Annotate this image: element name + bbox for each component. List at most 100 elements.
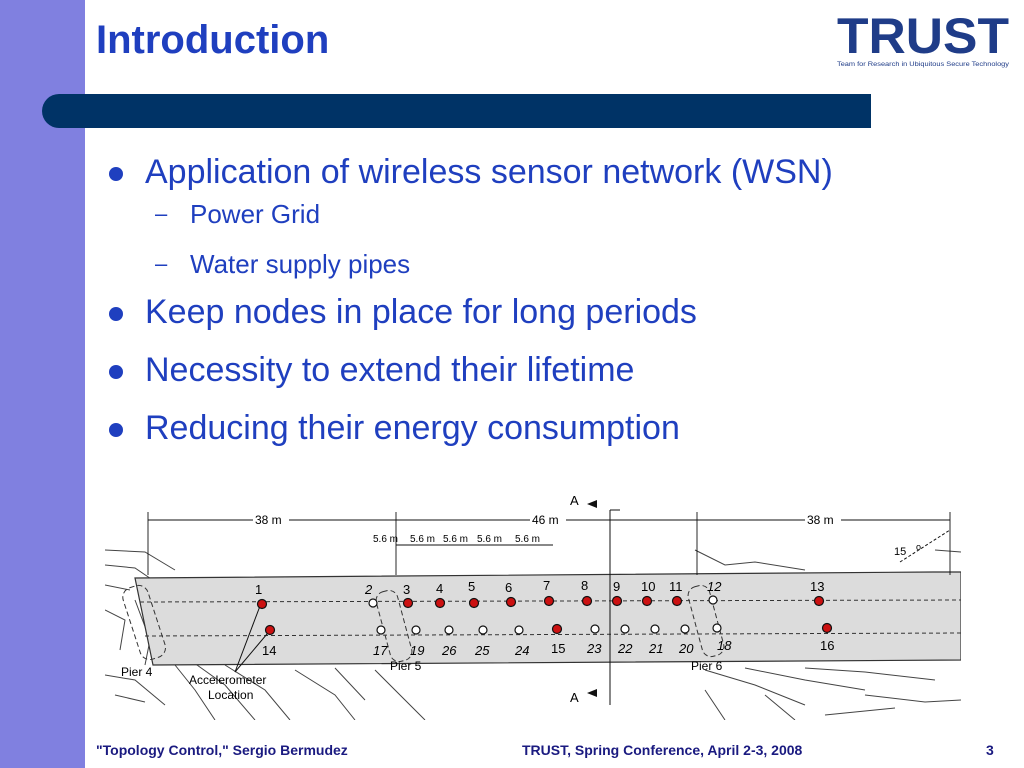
sub-span-label: 5.6 m [515,534,540,545]
sensor-node-label: 11 [669,579,683,594]
sensor-node [368,598,378,608]
sensor-node-label: 13 [810,579,824,594]
bullet-text: Application of wireless sensor network (… [145,153,833,191]
sensor-node-label: 17 [373,643,388,658]
span-label: 46 m [532,513,559,527]
sensor-node-label: 20 [678,641,694,656]
footer-author: "Topology Control," Sergio Bermudez [96,742,348,758]
sensor-node-label: 14 [262,643,276,658]
bullet-item: Keep nodes in place for long periods [100,292,1000,332]
sensor-nodes-bottom: 14 17 19 26 25 24 15 23 22 21 20 18 16 [262,622,834,658]
angle-degree: o [916,542,921,552]
sub-bullet-item: Power Grid [145,198,1000,230]
sensor-node [650,624,660,634]
sensor-node [620,624,630,634]
pier-label: Pier 4 [121,665,153,679]
bridge-sensor-diagram: A A 38 m 46 m 38 m 5.6 m 5.6 m 5.6 m 5.6… [105,493,961,720]
sensor-node [671,595,683,607]
sub-span-label: 5.6 m [443,534,468,545]
sensor-node-label: 19 [410,643,424,658]
sensor-node-label: 3 [403,582,410,597]
sensor-node [590,624,600,634]
pier-outline [122,584,167,661]
span-label: 38 m [255,513,282,527]
sensor-node [641,595,653,607]
pier-outline [687,584,725,658]
bullet-list: Application of wireless sensor network (… [100,152,1000,466]
deck-centerline [144,632,961,637]
trust-logo: TRUST Team for Research in Ubiquitous Se… [837,8,1010,68]
bullet-item: Application of wireless sensor network (… [100,152,1000,280]
sensor-node [434,597,446,609]
sensor-node-label: 5 [468,579,475,594]
slide-footer: "Topology Control," Sergio Bermudez TRUS… [0,742,1024,762]
sub-bullet-text: Power Grid [190,199,321,229]
sensor-node-label: 24 [514,643,529,658]
sensor-node [402,597,414,609]
bullet-text: Necessity to extend their lifetime [145,351,635,389]
sensor-node-label: 6 [505,580,512,595]
sensor-node [813,595,825,607]
sensor-node [505,596,517,608]
slide-title: Introduction [96,18,330,62]
bullet-item: Reducing their energy consumption [100,408,1000,448]
sub-span-label: 5.6 m [477,534,502,545]
sensor-node [551,623,563,635]
sensor-node [543,595,555,607]
accelerometer-label: Location [208,688,253,702]
section-mark-top: A [570,493,579,508]
bullet-text: Reducing their energy consumption [145,409,680,447]
dim-label-bg [253,512,289,526]
sensor-node [376,625,386,635]
sensor-node [478,625,488,635]
sub-span-label: 5.6 m [410,534,435,545]
sensor-node-label: 12 [707,579,722,594]
dim-label-bg [805,512,841,526]
section-mark-bottom: A [570,690,579,705]
sensor-node [821,622,833,634]
sub-bullet-text: Water supply pipes [190,249,411,279]
bullet-text: Keep nodes in place for long periods [145,293,697,331]
sensor-node-label: 26 [441,643,457,658]
angle-line [899,529,951,563]
section-arrowhead [587,689,597,697]
slide-number: 3 [986,742,994,758]
sensor-node [581,595,593,607]
sensor-node [256,598,268,610]
sensor-node-label: 22 [617,641,633,656]
sensor-node [514,625,524,635]
sensor-node-label: 9 [613,579,620,594]
title-underline-bar [42,94,871,128]
sensor-node [411,625,421,635]
sensor-node-label: 1 [255,582,262,597]
sensor-node [611,595,623,607]
span-label: 38 m [807,513,834,527]
sensor-node [680,624,690,634]
sensor-node [444,625,454,635]
accelerometer-pointer [234,633,268,673]
sensor-node-label: 4 [436,581,443,596]
left-accent-bar [0,0,85,768]
footer-conference: TRUST, Spring Conference, April 2-3, 200… [522,742,803,758]
dim-label-bg [530,512,566,526]
sensor-node [712,623,722,633]
sensor-node [468,597,480,609]
sensor-node-label: 21 [648,641,663,656]
angle-label: 15 [894,546,906,558]
sensor-node-label: 7 [543,578,550,593]
sensor-node-label: 15 [551,641,565,656]
sub-bullet-item: Water supply pipes [145,248,1000,280]
deck-centerline [139,599,961,603]
sensor-node-label: 16 [820,638,834,653]
sensor-node [264,624,276,636]
sensor-node-label: 23 [586,641,602,656]
sensor-node-label: 25 [474,643,490,658]
sub-span-label: 5.6 m [373,534,398,545]
accelerometer-pointer [234,605,261,673]
bullet-item: Necessity to extend their lifetime [100,350,1000,390]
sensor-node-label: 18 [717,638,732,653]
section-arrowhead [587,500,597,508]
sensor-node-label: 2 [364,582,373,597]
pier-label: Pier 5 [390,659,422,673]
